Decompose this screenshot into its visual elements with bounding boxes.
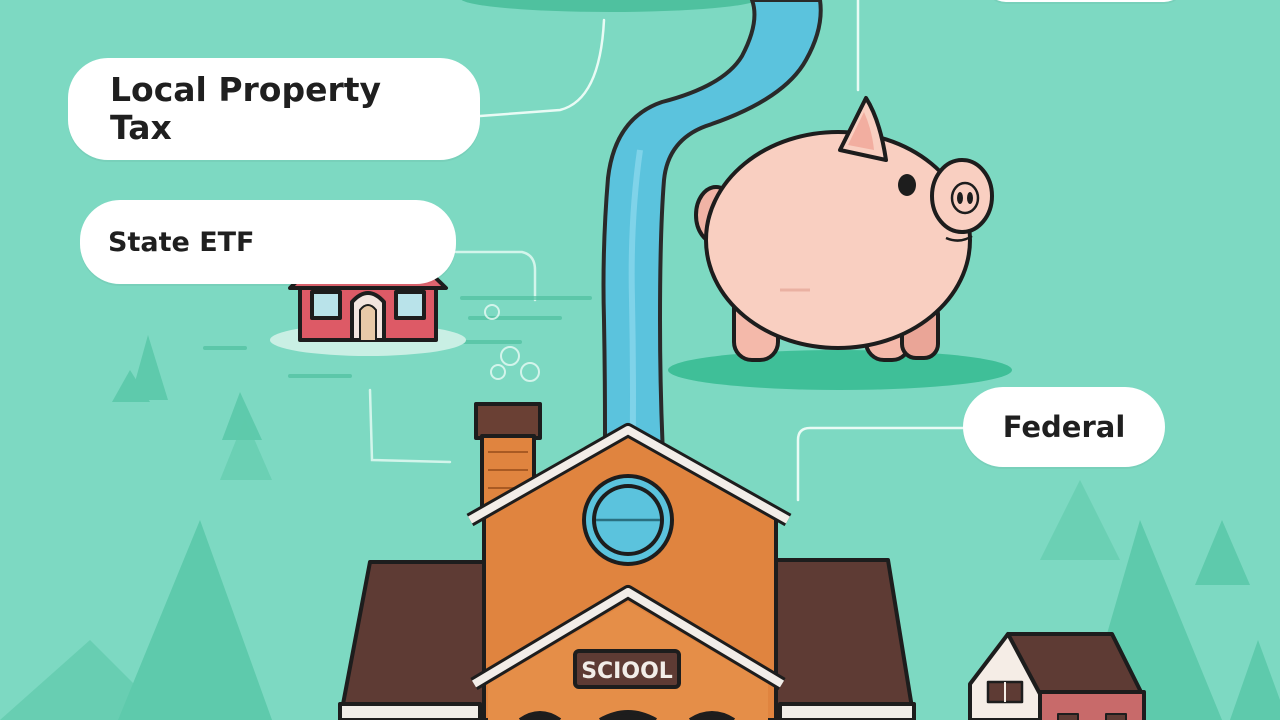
local-property-tax-text: Local Property Tax — [110, 70, 382, 147]
bubble-icons — [484, 304, 540, 382]
small-house-icon — [968, 632, 1146, 720]
decor-strokes — [203, 296, 592, 378]
piggy-shadow — [668, 350, 1012, 390]
piggy-bank-icon — [694, 96, 994, 362]
state-etf-text: State ETF — [108, 226, 255, 258]
school-icon — [338, 402, 916, 720]
federal-text: Federal — [1002, 410, 1126, 444]
top-right-label-pill — [985, 0, 1185, 2]
federal-label: Federal — [963, 387, 1165, 467]
school-sign-label: SCIOOL — [581, 659, 673, 684]
connector-lines — [368, 0, 965, 502]
local-property-tax-label: Local Property Tax — [68, 58, 480, 160]
state-etf-label: State ETF — [80, 200, 456, 284]
top-platform — [461, 0, 759, 12]
